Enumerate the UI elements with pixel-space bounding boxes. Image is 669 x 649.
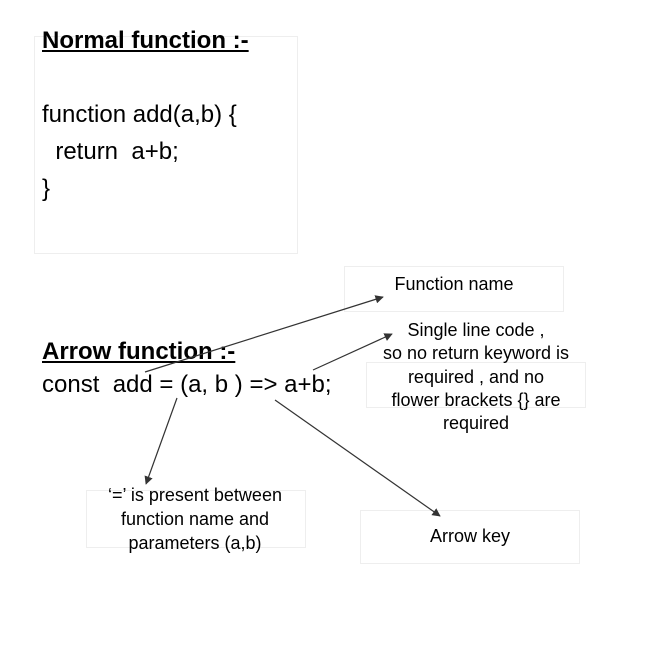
equals-note-1: ‘=’ is present between: [108, 485, 282, 505]
arrow-key-box: [360, 510, 580, 564]
single-line-box: [366, 362, 586, 408]
normal-function-line-3: }: [42, 175, 51, 202]
single-line-note-1: Single line code ,: [407, 320, 545, 340]
arrow-to-arrow-key: [274, 399, 441, 517]
normal-function-box: [34, 36, 298, 254]
equals-note-box: [86, 490, 306, 548]
normal-function-heading: Normal function :-: [42, 27, 249, 54]
equals-note-3: parameters (a,b): [128, 533, 262, 553]
arrow-function-heading: Arrow function :-: [42, 338, 236, 365]
arrow-key-label: Arrow key: [429, 526, 510, 546]
arrow-to-equals-note: [144, 397, 178, 485]
single-line-note-5: required: [442, 413, 510, 433]
normal-function-line-2: return a+b;: [42, 138, 179, 165]
single-line-note-4: flower brackets {} are: [391, 390, 561, 410]
arrow-function-code: const add = (a, b ) => a+b;: [42, 371, 332, 398]
single-line-note-2: so no return keyword is: [382, 343, 570, 363]
single-line-note-3: required , and no: [407, 367, 545, 387]
equals-note-2: function name and: [120, 509, 270, 529]
function-name-box: [344, 266, 564, 312]
arrow-to-single-line-note: [312, 333, 393, 371]
normal-function-line-1: function add(a,b) {: [42, 101, 237, 128]
arrow-to-function-name: [144, 295, 384, 373]
function-name-label: Function name: [394, 274, 514, 294]
